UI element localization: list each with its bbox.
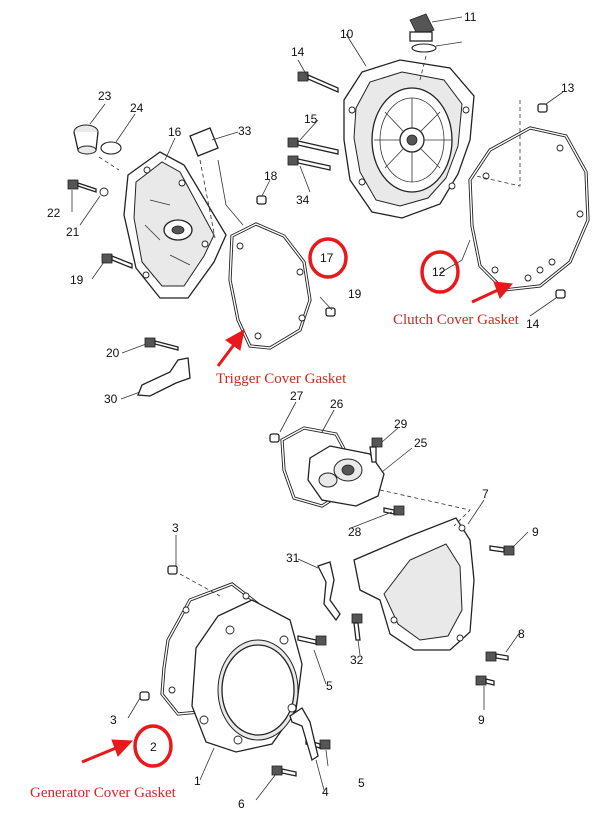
part-label: 15 [304,112,318,126]
part-label: 9 [532,525,539,539]
bolt-part [351,613,363,641]
generator-cover-gasket-label: Generator Cover Gasket [30,785,177,801]
bolt-part [287,155,331,171]
part-label: 21 [66,225,80,239]
generator-cover-group [127,535,331,801]
part-label: 17 [320,251,334,265]
bolt-part [271,765,297,777]
part-label: 19 [348,287,362,301]
o-ring-part [411,43,437,53]
part-label: 3 [172,521,179,535]
part-label: 5 [358,776,365,790]
part-label: 23 [98,89,112,103]
o-ring-part [100,141,122,155]
starter-clutch-part [307,445,385,507]
trigger-cover-group [67,103,336,400]
part-label: 24 [130,101,144,115]
bolt-part [475,675,495,686]
clutch-cover-gasket-label: Clutch Cover Gasket [393,312,520,328]
part-label: 33 [238,124,252,138]
part-label: 1 [194,774,201,788]
part-label: 25 [414,436,428,450]
clutch-arrow-icon [471,281,513,304]
part-label: 3 [110,713,117,727]
clutch-cover-gasket [468,126,590,292]
dowel-part [537,103,548,113]
filler-cap-part [409,13,435,42]
trigger-arrow-icon [216,329,245,367]
part-label: 12 [432,265,446,279]
bolt-part [67,179,97,193]
part-number-labels: 1 2 3 3 4 5 5 6 7 8 9 9 10 11 12 13 14 1… [47,10,575,811]
bolt-part [287,137,339,155]
part-label: 19 [70,273,84,287]
part-label: 5 [326,679,333,693]
part-label: 18 [264,169,278,183]
part-label: 9 [478,713,485,727]
bracket-part [317,561,341,622]
part-label: 26 [330,397,344,411]
highlight-marks [81,237,513,768]
dowel-part [555,289,566,299]
part-label: 29 [394,417,408,431]
part-label: 16 [168,125,182,139]
part-label: 22 [47,206,61,220]
highlight-circle-18 [308,237,348,279]
annotations: Trigger Cover Gasket Clutch Cover Gasket… [30,312,520,801]
dowel-part [269,433,280,443]
starter-group [269,401,529,710]
bolt-part [485,651,509,662]
dowel-part [256,195,267,205]
label-tag-part [189,127,219,157]
trigger-cover-gasket [228,222,312,350]
part-label: 14 [291,45,305,59]
part-label: 34 [296,193,310,207]
part-label: 31 [286,551,300,565]
part-label: 30 [104,392,118,406]
part-label: 13 [561,81,575,95]
part-label: 14 [526,317,540,331]
clutch-cover-part [343,59,475,219]
clip-part [289,707,319,762]
trigger-cover-part [123,151,227,299]
bolt-part [369,437,383,463]
generator-cover-part [191,599,303,753]
bracket-part [137,357,191,397]
dowel-part [139,691,150,701]
bolt-part [489,545,515,556]
dowel-part [167,565,178,575]
part-label: 28 [348,525,362,539]
generator-outer-cover-part [353,517,475,651]
dowel-part [325,307,336,317]
highlight-circle-2 [133,724,173,768]
washer-part [99,187,109,197]
part-label: 32 [350,653,364,667]
bolt-part [144,337,179,351]
part-label: 4 [322,785,329,799]
plug-part [73,124,99,155]
bolt-part [101,253,133,269]
bolt-part [297,71,339,93]
trigger-cover-gasket-label: Trigger Cover Gasket [216,371,347,387]
part-label: 6 [238,797,245,811]
part-label: 8 [518,627,525,641]
part-label: 2 [150,740,157,754]
highlight-circle-13 [420,250,460,294]
clutch-cover-group [287,13,590,317]
part-label: 20 [106,346,120,360]
part-label: 10 [340,27,354,41]
generator-arrow-icon [81,739,134,764]
bolt-part [297,635,327,646]
part-label: 7 [482,487,489,501]
part-label: 27 [290,389,304,403]
part-label: 11 [464,10,477,24]
